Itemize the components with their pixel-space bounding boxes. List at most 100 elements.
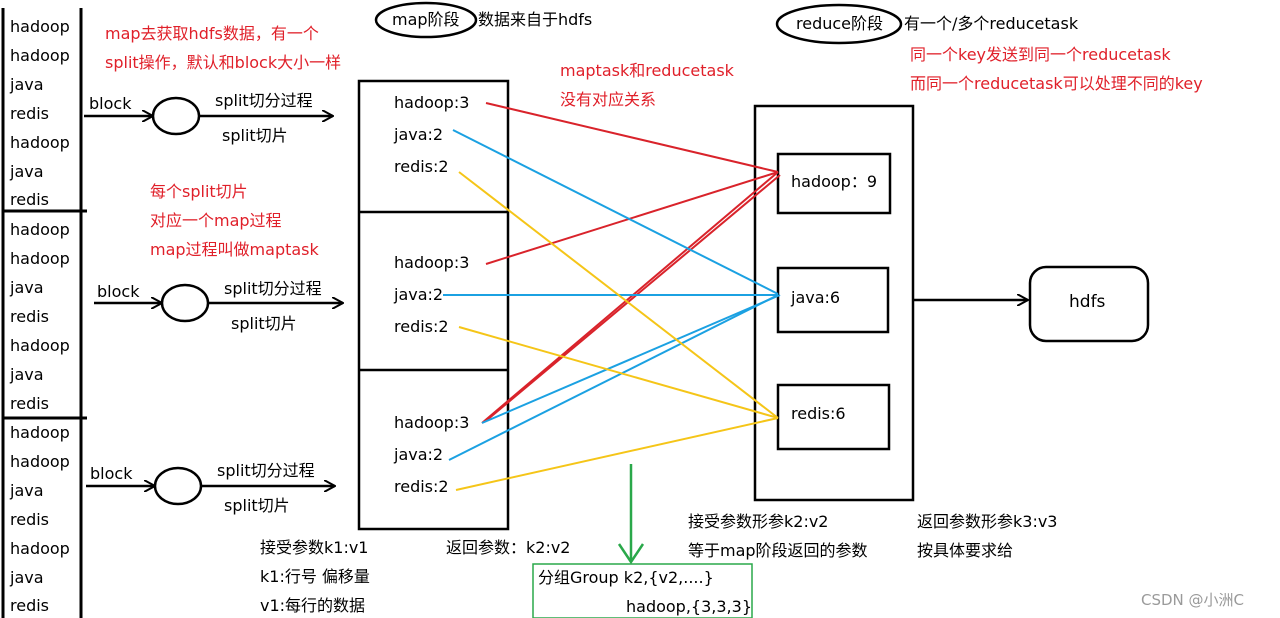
reduce-stage-note: 有一个/多个reducetask <box>904 14 1079 33</box>
split-slice-label: split切片 <box>231 314 297 333</box>
shuffle-line-redis <box>458 171 779 419</box>
split-slice-label: split切片 <box>222 126 288 145</box>
input-line: hadoop <box>10 539 70 558</box>
input-line: hadoop <box>10 46 70 65</box>
input-line: java <box>10 365 44 384</box>
input-line: redis <box>10 394 50 413</box>
map-entry-redis: redis:2 <box>394 477 449 496</box>
note-line: 没有对应关系 <box>560 90 657 109</box>
reduce-box <box>753 104 915 502</box>
input-line: java <box>10 162 44 181</box>
shuffle-line-redis <box>458 326 779 419</box>
note-line: 同一个key发送到同一个reducetask <box>910 45 1171 64</box>
split-process-label: split切分过程 <box>215 91 313 110</box>
note-line: 按具体要求给 <box>917 541 1014 560</box>
shuffle-line-java <box>452 129 779 295</box>
reduce-output-redis: redis:6 <box>791 404 846 423</box>
shuffle-line-redis <box>455 417 779 491</box>
hdfs-box <box>1028 265 1150 343</box>
split-circle <box>153 466 203 506</box>
input-line: hadoop <box>10 17 70 36</box>
map-return-note: 返回参数：k2:v2 <box>446 538 571 557</box>
split-slice-label: split切片 <box>224 496 290 515</box>
input-line: hadoop <box>10 249 70 268</box>
block-label: block <box>97 282 140 301</box>
reduce-output-java-box <box>776 266 890 334</box>
input-line: redis <box>10 510 50 529</box>
shuffle-line-java <box>481 294 781 424</box>
split-circle <box>151 96 201 136</box>
input-line: java <box>10 278 44 297</box>
reduce-stage-label: reduce阶段 <box>796 14 884 33</box>
map-entry-java: java:2 <box>394 125 444 144</box>
input-line: redis <box>10 596 50 615</box>
group-line: 分组Group k2,{v2,....} <box>538 568 714 587</box>
map-entry-hadoop: hadoop:3 <box>394 93 470 112</box>
split-flow-2 <box>94 283 343 323</box>
note-line: map过程叫做maptask <box>150 240 319 259</box>
shuffle-line-hadoop <box>485 171 779 265</box>
map-box <box>357 79 510 531</box>
input-line: hadoop <box>10 133 70 152</box>
reduce-stage-oval <box>775 3 903 45</box>
map-entry-redis: redis:2 <box>394 317 449 336</box>
watermark: CSDN @小洲C <box>1141 591 1245 609</box>
reduce-output-hadoop-box <box>776 152 892 215</box>
input-line: hadoop <box>10 220 70 239</box>
map-stage-oval <box>374 1 478 39</box>
shuffle-redis-lines <box>455 171 779 491</box>
input-column <box>1 8 87 618</box>
split-process-label: split切分过程 <box>224 279 322 298</box>
map-stage-label: map阶段 <box>392 10 460 29</box>
note-line: 而同一个reducetask可以处理不同的key <box>910 74 1203 93</box>
note-line: 每个split切片 <box>150 182 248 201</box>
map-box-frame <box>357 79 510 531</box>
shuffle-hadoop-lines <box>481 102 781 424</box>
input-line: hadoop <box>10 423 70 442</box>
note-line: 等于map阶段返回的参数 <box>688 541 868 560</box>
input-line: redis <box>10 104 50 123</box>
map-entry-redis: redis:2 <box>394 157 449 176</box>
map-entry-hadoop: hadoop:3 <box>394 413 470 432</box>
note-line: v1:每行的数据 <box>260 596 366 615</box>
input-line: java <box>10 568 44 587</box>
reduce-output-hadoop: hadoop：9 <box>791 172 878 191</box>
block-label: block <box>90 464 133 483</box>
split-flow-3 <box>86 466 335 506</box>
group-box <box>532 563 753 618</box>
reduce-box-frame <box>753 104 915 502</box>
shuffle-line-hadoop <box>481 171 779 424</box>
shuffle-line-java <box>448 294 779 461</box>
split-process-label: split切分过程 <box>217 461 315 480</box>
input-line: java <box>10 75 44 94</box>
note-line: 对应一个map过程 <box>150 211 282 230</box>
note-line: 接受参数形参k2:v2 <box>688 512 829 531</box>
note-line: k1:行号 偏移量 <box>260 567 370 586</box>
map-entry-java: java:2 <box>394 285 444 304</box>
reduce-output-redis-box <box>776 383 891 451</box>
note-line: 返回参数形参k3:v3 <box>917 512 1058 531</box>
input-line: hadoop <box>10 336 70 355</box>
note-line: 接受参数k1:v1 <box>260 538 369 557</box>
map-entry-java: java:2 <box>394 445 444 464</box>
block-label: block <box>89 94 132 113</box>
input-line: redis <box>10 190 50 209</box>
map-stage-note: 数据来自于hdfs <box>478 10 593 29</box>
group-line: hadoop,{3,3,3} <box>626 597 752 616</box>
map-entry-hadoop: hadoop:3 <box>394 253 470 272</box>
reduce-output-java: java:6 <box>791 288 841 307</box>
note-line: maptask和reducetask <box>560 61 734 80</box>
input-line: java <box>10 481 44 500</box>
shuffle-line-hadoop <box>485 102 779 173</box>
note-line: split操作，默认和block大小一样 <box>105 53 342 72</box>
split-circle <box>160 283 210 323</box>
shuffle-java-lines <box>443 129 781 461</box>
shuffle-line-hadoop <box>486 174 781 421</box>
input-line: hadoop <box>10 452 70 471</box>
group-arrow-head <box>617 543 645 565</box>
group-arrow <box>617 464 645 565</box>
hdfs-label: hdfs <box>1069 292 1106 312</box>
input-line: redis <box>10 307 50 326</box>
note-line: map去获取hdfs数据，有一个 <box>105 24 319 43</box>
